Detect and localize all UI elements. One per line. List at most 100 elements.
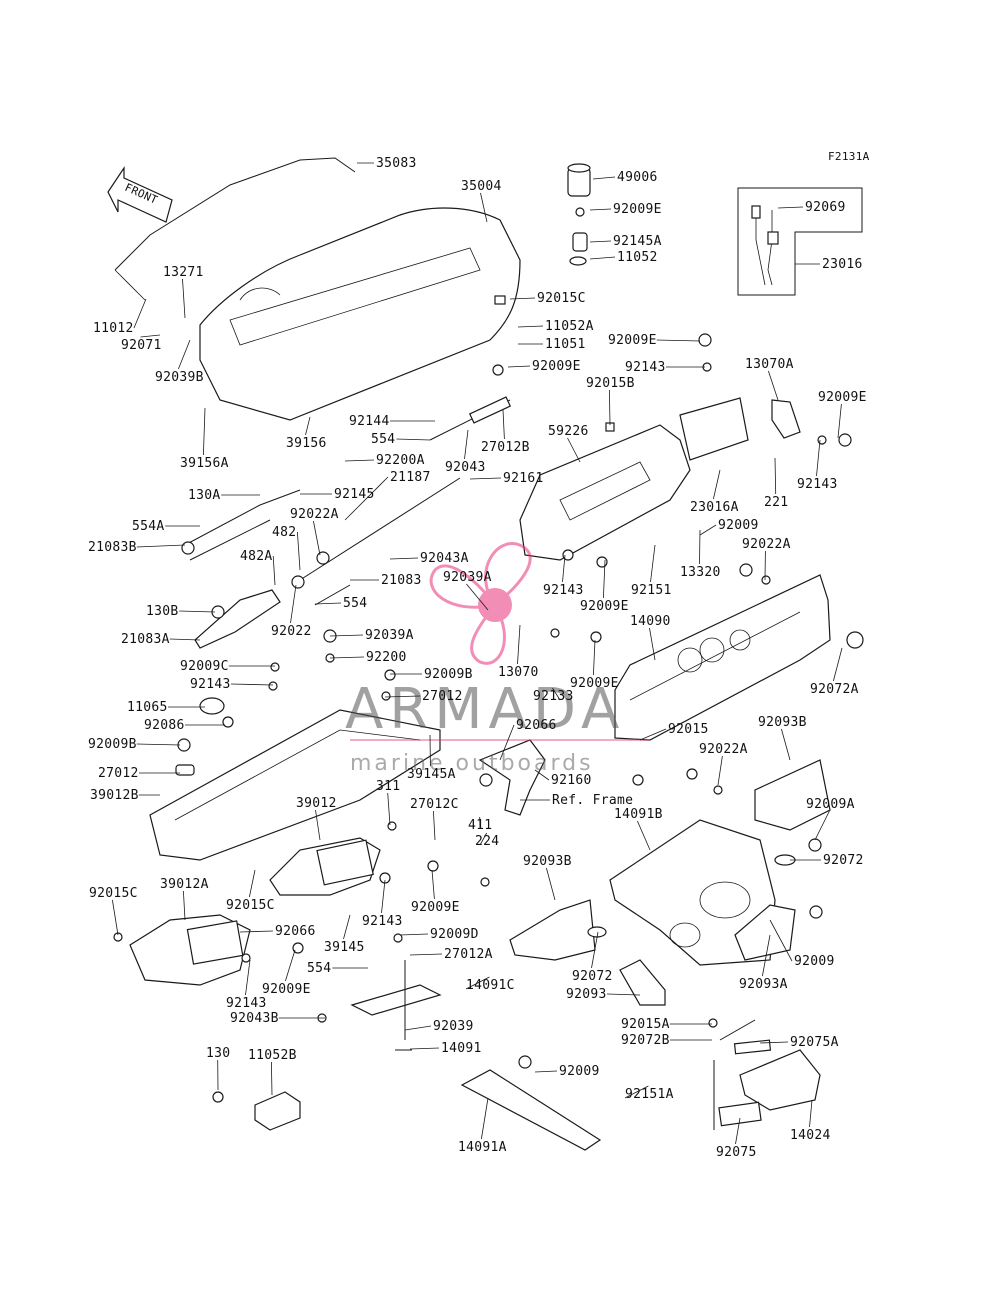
leader-line-p_14091 bbox=[409, 1047, 440, 1050]
part-label-p_14091C: 14091C bbox=[466, 978, 515, 993]
part-label-p_311: 311 bbox=[376, 779, 400, 794]
cover-14024 bbox=[708, 1018, 821, 1130]
leader-line-p_27012B bbox=[502, 409, 505, 440]
leader-line-p_92015C_a bbox=[509, 297, 536, 300]
part-label-p_92015: 92015 bbox=[668, 722, 709, 737]
part-label-p_11065: 11065 bbox=[127, 700, 168, 715]
leader-line-p_92160 bbox=[534, 769, 550, 781]
front-arrow-icon: FRONT bbox=[107, 166, 173, 223]
part-label-p_92009_b: 92009 bbox=[794, 954, 835, 969]
part-label-p_92009E_h: 92009E bbox=[262, 982, 311, 997]
part-label-p_13070A: 13070A bbox=[745, 357, 794, 372]
part-label-p_39145A: 39145A bbox=[407, 767, 456, 782]
part-label-p_130B: 130B bbox=[146, 604, 179, 619]
part-label-p_92015C_a: 92015C bbox=[537, 291, 586, 306]
leader-line-p_554_b bbox=[314, 602, 342, 605]
part-label-p_21083: 21083 bbox=[381, 573, 422, 588]
leader-line-p_59226 bbox=[567, 437, 581, 463]
leader-line-p_35004 bbox=[480, 192, 488, 223]
part-label-p_39156: 39156 bbox=[286, 436, 327, 451]
part-label-p_554_b: 554 bbox=[343, 596, 367, 611]
part-label-p_59226: 59226 bbox=[548, 424, 589, 439]
leader-line-p_92009E_g bbox=[431, 869, 435, 900]
ref-frame-bracket bbox=[478, 739, 546, 816]
leader-line-p_224 bbox=[479, 832, 488, 846]
part-label-p_92009E_b: 92009E bbox=[608, 333, 657, 348]
part-label-p_23016A: 23016A bbox=[690, 500, 739, 515]
part-label-p_ref_frame: Ref. Frame bbox=[552, 793, 633, 808]
part-label-p_92009E_a: 92009E bbox=[613, 202, 662, 217]
part-label-p_130A: 130A bbox=[188, 488, 221, 503]
part-label-p_92145A: 92145A bbox=[613, 234, 662, 249]
leader-line-p_14090 bbox=[649, 627, 656, 661]
part-label-p_27012_a: 27012 bbox=[422, 689, 463, 704]
part-label-p_221: 221 bbox=[764, 495, 788, 510]
part-label-p_14091B: 14091B bbox=[614, 807, 663, 822]
leader-line-p_92022 bbox=[290, 584, 297, 624]
part-label-p_92143_e: 92143 bbox=[362, 914, 403, 929]
leader-line-p_23016A bbox=[713, 469, 721, 500]
leader-line-p_92143_f bbox=[245, 959, 251, 996]
leader-line-p_92075A bbox=[759, 1041, 789, 1044]
leader-line-p_92143_d bbox=[230, 683, 274, 686]
leader-line-p_92093 bbox=[606, 993, 641, 996]
leader-line-p_39145 bbox=[343, 914, 351, 940]
part-label-p_92066_b: 92066 bbox=[275, 924, 316, 939]
part-label-p_92043: 92043 bbox=[445, 460, 486, 475]
leader-line-p_92009E_c bbox=[507, 365, 531, 368]
leader-line-p_92093B_a bbox=[781, 728, 791, 761]
part-label-p_92144: 92144 bbox=[349, 414, 390, 429]
part-label-p_92009C: 92009C bbox=[180, 659, 229, 674]
leader-line-p_92043A bbox=[389, 557, 419, 560]
leader-line-p_92009E_b bbox=[656, 339, 701, 342]
panel-59226 bbox=[519, 397, 749, 561]
part-label-p_92009B: 92009B bbox=[424, 667, 473, 682]
leader-line-p_92161 bbox=[469, 477, 502, 480]
tray-14091A bbox=[460, 1069, 602, 1151]
leader-line-p_92145A bbox=[589, 240, 612, 243]
leader-line-p_49006 bbox=[592, 176, 616, 180]
part-label-p_11052A: 11052A bbox=[545, 319, 594, 334]
part-label-p_39012: 39012 bbox=[296, 796, 337, 811]
part-label-p_92022A_c: 92022A bbox=[699, 742, 748, 757]
leader-line-p_92039B bbox=[178, 339, 191, 370]
part-label-p_92009_a: 92009 bbox=[718, 518, 759, 533]
part-label-p_92039: 92039 bbox=[433, 1019, 474, 1034]
part-callouts: 35083350044900692009E92145A1105292069230… bbox=[88, 156, 866, 1160]
leader-line-p_11052B bbox=[271, 1061, 273, 1096]
bumper-49006 bbox=[567, 163, 591, 266]
part-label-p_92069: 92069 bbox=[805, 200, 846, 215]
hood-35004 bbox=[199, 207, 521, 421]
leader-line-p_92069 bbox=[777, 206, 804, 209]
leader-line-p_482A bbox=[272, 555, 276, 586]
part-label-p_21187: 21187 bbox=[390, 470, 431, 485]
part-label-p_92093A: 92093A bbox=[739, 977, 788, 992]
part-label-p_92093: 92093 bbox=[566, 987, 607, 1002]
part-label-p_13070: 13070 bbox=[498, 665, 539, 680]
leader-line-p_92133 bbox=[552, 687, 561, 701]
leader-line-p_92015C_b bbox=[112, 899, 119, 936]
leader-line-p_39012 bbox=[315, 809, 321, 841]
leader-line-p_14091B bbox=[637, 820, 651, 851]
part-label-p_92093B_a: 92093B bbox=[758, 715, 807, 730]
leader-line-p_21083B bbox=[136, 544, 186, 548]
leader-line-p_92015C_c bbox=[249, 869, 256, 898]
part-label-p_27012_b: 27012 bbox=[98, 766, 139, 781]
part-label-p_27012B: 27012B bbox=[481, 440, 530, 455]
part-label-p_14091A: 14091A bbox=[458, 1140, 507, 1155]
part-label-p_14024: 14024 bbox=[790, 1128, 831, 1143]
frame-14091B bbox=[609, 759, 831, 966]
leader-line-p_13070 bbox=[517, 624, 521, 665]
leader-line-p_92151 bbox=[650, 544, 656, 583]
leader-line-p_92022A_c bbox=[717, 755, 723, 786]
leader-line-p_482_a bbox=[297, 531, 301, 571]
part-label-p_39012B: 39012B bbox=[90, 788, 139, 803]
leader-line-p_14091C bbox=[465, 976, 490, 990]
leader-line-p_92200A bbox=[344, 459, 375, 462]
part-label-p_27012C: 27012C bbox=[410, 797, 459, 812]
part-label-p_92015C_c: 92015C bbox=[226, 898, 275, 913]
leader-line-p_92200 bbox=[329, 656, 365, 659]
lock-11052B bbox=[212, 1091, 301, 1131]
leader-line-p_27012A bbox=[409, 953, 443, 956]
